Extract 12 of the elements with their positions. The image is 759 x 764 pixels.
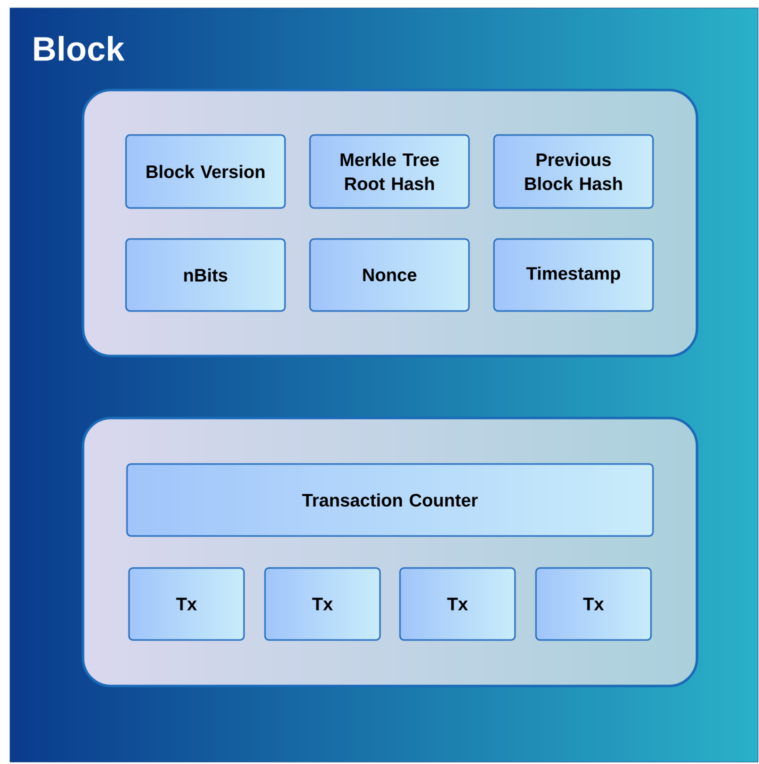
field-box: nBits: [125, 238, 286, 312]
field-box: Previous Block Hash: [493, 134, 654, 209]
field-box: Tx: [399, 567, 516, 641]
field-box: Tx: [535, 567, 652, 641]
field-box: Tx: [264, 567, 381, 641]
field-box: Nonce: [309, 238, 470, 312]
field-box: Tx: [128, 567, 245, 641]
field-box: Merkle Tree Root Hash: [309, 134, 470, 209]
field-box: Timestamp: [493, 238, 654, 312]
field-box: Transaction Counter: [126, 463, 654, 537]
block-title: Block: [34, 36, 125, 61]
field-box: Block Version: [125, 134, 286, 209]
